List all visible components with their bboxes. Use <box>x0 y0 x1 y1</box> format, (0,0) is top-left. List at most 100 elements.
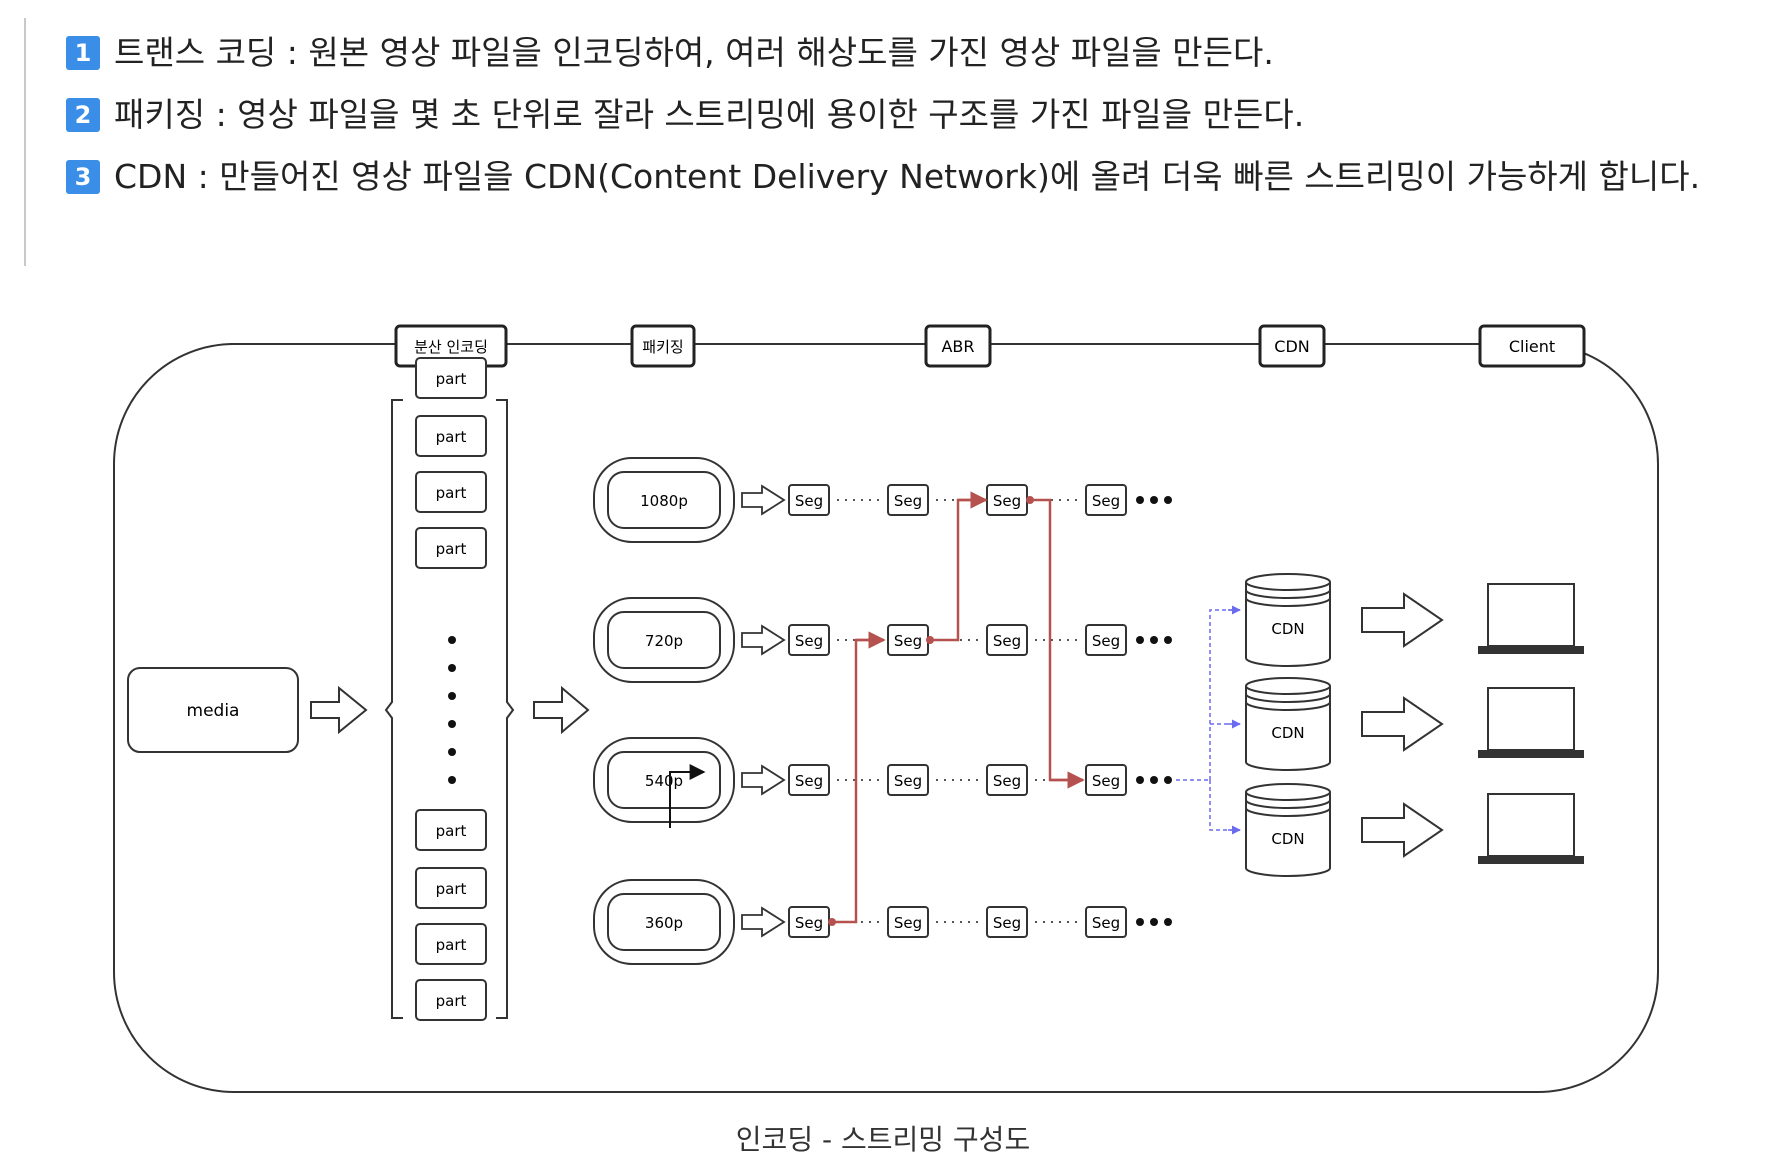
svg-text:분산 인코딩: 분산 인코딩 <box>414 338 488 356</box>
part-label: part <box>436 992 467 1010</box>
part-box: part <box>415 415 487 457</box>
bullet-cdn: 3 CDN : 만들어진 영상 파일을 CDN(Content Delivery … <box>66 146 1726 208</box>
cdn-to-client-arrow <box>1361 696 1444 752</box>
part-box: part <box>415 527 487 569</box>
cdn-to-client-arrow <box>1361 592 1444 648</box>
part-box: part <box>415 867 487 909</box>
segment: Seg <box>887 764 929 796</box>
segment-label: Seg <box>795 772 823 790</box>
segment: Seg <box>788 906 830 938</box>
part-box: part <box>415 923 487 965</box>
segment: Seg <box>1085 906 1127 938</box>
parts-group: part part part part part part part part <box>415 357 487 1021</box>
part-box: part <box>415 979 487 1021</box>
diagram-caption: 인코딩 - 스트리밍 구성도 <box>735 1123 1031 1156</box>
laptop-icon <box>1478 687 1584 758</box>
segment-label: Seg <box>894 632 922 650</box>
segment-label: Seg <box>993 914 1021 932</box>
number-badge: 1 <box>66 36 100 70</box>
segment: Seg <box>1085 764 1127 796</box>
stage-packaging: 패키징 <box>630 324 696 368</box>
segment: Seg <box>986 624 1028 656</box>
trailing-dot <box>1150 918 1158 926</box>
trailing-dot <box>1164 918 1172 926</box>
trailing-dot <box>1164 776 1172 784</box>
stage-client: Client <box>1478 324 1586 368</box>
segment: Seg <box>1085 484 1127 516</box>
rendition-360p: 360p <box>593 879 735 965</box>
rendition-arrow <box>741 764 786 796</box>
encoding-streaming-diagram: 분산 인코딩 패키징 ABR CDN Client media partpart… <box>113 324 1659 1093</box>
trailing-dot <box>1150 496 1158 504</box>
segment: Seg <box>986 484 1028 516</box>
quote-bar <box>24 18 26 266</box>
rendition-connector <box>669 764 706 828</box>
abr-node <box>1026 496 1034 504</box>
part-label: part <box>436 936 467 954</box>
part-label: part <box>436 370 467 388</box>
segment-label: Seg <box>993 772 1021 790</box>
segment-label: Seg <box>1092 492 1120 510</box>
rendition-arrow <box>741 624 786 656</box>
trailing-dot <box>1150 636 1158 644</box>
trailing-dot <box>1136 496 1144 504</box>
part-label: part <box>436 540 467 558</box>
segment-label: Seg <box>1092 632 1120 650</box>
trailing-dot <box>1164 636 1172 644</box>
segment: Seg <box>887 624 929 656</box>
part-label: part <box>436 484 467 502</box>
segment: Seg <box>788 624 830 656</box>
rendition-720p: 720p <box>593 597 735 683</box>
left-brace <box>384 399 403 1019</box>
stage-cdn: CDN <box>1258 324 1326 368</box>
rendition-540p: 540p <box>593 737 735 823</box>
trailing-dot <box>1136 918 1144 926</box>
bullet-text: CDN : 만들어진 영상 파일을 CDN(Content Delivery N… <box>114 157 1701 196</box>
segment-label: Seg <box>1092 914 1120 932</box>
segment-label: Seg <box>1092 772 1120 790</box>
trailing-dot <box>1164 496 1172 504</box>
stage-abr: ABR <box>924 324 992 368</box>
part-box: part <box>415 471 487 513</box>
cdn-label: CDN <box>1271 830 1304 848</box>
bullet-text: 트랜스 코딩 : 원본 영상 파일을 인코딩하여, 여러 해상도를 가진 영상 … <box>114 33 1274 72</box>
segment-label: Seg <box>993 632 1021 650</box>
part-label: part <box>436 880 467 898</box>
cdn-group: CDN CDN CDN <box>1245 573 1584 877</box>
cdn-label: CDN <box>1271 620 1304 638</box>
trailing-dot <box>1150 776 1158 784</box>
segment: Seg <box>986 906 1028 938</box>
svg-text:media: media <box>187 701 240 721</box>
media-box: media <box>127 667 299 753</box>
resolution-label: 720p <box>645 632 683 650</box>
resolution-label: 540p <box>645 772 683 790</box>
segment-label: Seg <box>795 914 823 932</box>
segment: Seg <box>887 484 929 516</box>
trailing-dot <box>1136 636 1144 644</box>
right-brace <box>496 399 515 1019</box>
segment-label: Seg <box>894 492 922 510</box>
segment: Seg <box>887 906 929 938</box>
trailing-dot <box>1136 776 1144 784</box>
svg-text:ABR: ABR <box>941 337 974 356</box>
laptop-icon <box>1478 583 1584 654</box>
rendition-1080p: 1080p <box>593 457 735 543</box>
cdn-label: CDN <box>1271 724 1304 742</box>
resolution-label: 1080p <box>640 492 688 510</box>
bullet-list: 1 트랜스 코딩 : 원본 영상 파일을 인코딩하여, 여러 해상도를 가진 영상… <box>66 22 1726 208</box>
part-box: part <box>415 809 487 851</box>
cdn-links <box>1176 609 1240 831</box>
cdn-server: CDN <box>1245 677 1331 771</box>
svg-text:Client: Client <box>1509 337 1555 356</box>
resolution-label: 360p <box>645 914 683 932</box>
segment: Seg <box>986 764 1028 796</box>
cdn-to-client-arrow <box>1361 802 1444 858</box>
parts-ellipsis <box>448 636 456 784</box>
segment-label: Seg <box>894 772 922 790</box>
segment: Seg <box>788 764 830 796</box>
svg-text:CDN: CDN <box>1274 337 1309 356</box>
number-badge: 3 <box>66 160 100 194</box>
part-label: part <box>436 428 467 446</box>
arrow-media-to-parts <box>310 685 368 735</box>
